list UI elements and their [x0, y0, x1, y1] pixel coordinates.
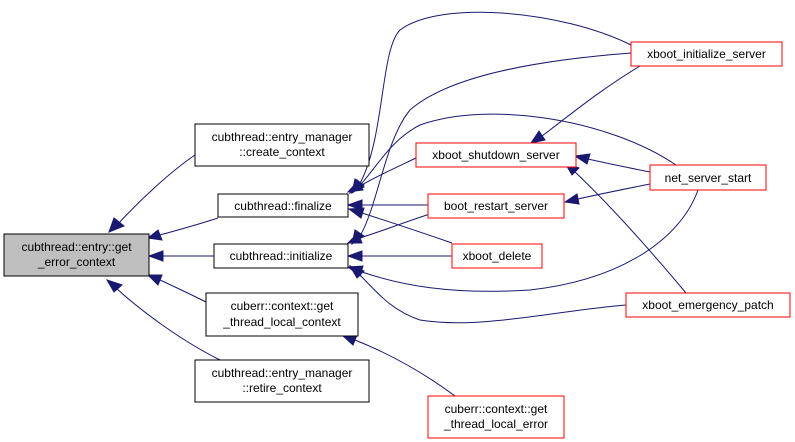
node-xboot-delete[interactable]: xboot_delete [451, 243, 543, 269]
node-label-line: _thread_local_error [443, 417, 548, 431]
node-net-server-start[interactable]: net_server_start [649, 164, 767, 191]
node-label-line: net_server_start [665, 171, 752, 185]
edge-init-to-root [147, 250, 214, 262]
node-label-line: cubthread::entry_manager [212, 366, 353, 380]
edge-getctx-to-root [146, 274, 207, 303]
edge-netstart-to-shutdown [573, 153, 651, 173]
node-label-line: _error_context [37, 255, 116, 269]
node-label-line: xboot_delete [463, 249, 532, 263]
node-label-line: cuberr::context::get [445, 402, 548, 416]
node-label-line: ::retire_context [242, 381, 322, 395]
edge-netstart-to-restart [563, 183, 651, 205]
node-label-line: xboot_emergency_patch [642, 298, 773, 312]
node-label-line: cubthread::entry::get [21, 240, 132, 254]
node-xboot-initialize-server[interactable]: xboot_initialize_server [630, 41, 783, 67]
node-get-thread-local-error[interactable]: cuberr::context::get _thread_local_error [427, 395, 565, 439]
edge-finalize-to-root [146, 217, 219, 241]
edges-layer [105, 11, 699, 397]
node-retire-context[interactable]: cubthread::entry_manager ::retire_contex… [194, 359, 370, 403]
node-label-line: cubthread::finalize [234, 199, 332, 213]
edge-delete-to-finalize [347, 207, 453, 244]
node-label-line: ::create_context [239, 145, 325, 159]
node-xboot-shutdown-server[interactable]: xboot_shutdown_server [415, 142, 577, 168]
node-xboot-emergency-patch[interactable]: xboot_emergency_patch [625, 292, 791, 318]
node-initialize[interactable]: cubthread::initialize [213, 243, 349, 269]
node-finalize[interactable]: cubthread::finalize [217, 193, 349, 218]
node-label-line: xboot_shutdown_server [432, 148, 559, 162]
node-label-line: cubthread::initialize [230, 249, 333, 263]
node-boot-restart-server[interactable]: boot_restart_server [427, 193, 565, 219]
edge-emerg-to-init [348, 265, 627, 324]
edge-retire-to-root [105, 279, 221, 361]
node-label-line: cubthread::entry_manager [212, 130, 353, 144]
node-label-line: xboot_initialize_server [647, 47, 766, 61]
nodes-layer: cubthread::entry::get _error_context cub… [3, 41, 791, 439]
node-get-error-context[interactable]: cubthread::entry::get _error_context [3, 233, 150, 277]
edge-create-to-root [108, 154, 196, 233]
node-create-context[interactable]: cubthread::entry_manager ::create_contex… [194, 123, 370, 167]
node-label-line: _thread_local_context [222, 315, 341, 329]
edge-restart-to-init [346, 213, 431, 244]
node-label-line: cuberr::context::get [231, 299, 334, 313]
edge-delete-to-init [346, 250, 452, 262]
node-label-line: boot_restart_server [444, 199, 548, 213]
edge-netstart-to-finalize [348, 113, 677, 195]
node-get-thread-local-context[interactable]: cuberr::context::get _thread_local_conte… [205, 292, 359, 337]
edge-xinit-to-shutdown [529, 65, 641, 144]
